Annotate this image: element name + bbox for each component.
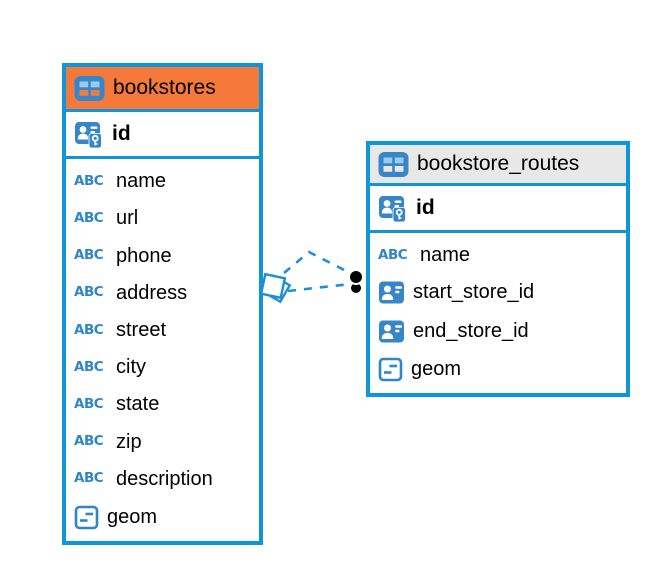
column-geom[interactable]: geom bbox=[66, 498, 259, 537]
column-phone[interactable]: ABC phone bbox=[66, 237, 259, 274]
column-label: start_store_id bbox=[413, 281, 535, 304]
column-label: name bbox=[116, 170, 167, 193]
table-header-bookstores[interactable]: bookstores bbox=[66, 67, 259, 112]
column-city[interactable]: ABC city bbox=[66, 349, 259, 386]
column-street[interactable]: ABC street bbox=[66, 312, 259, 349]
text-type-icon: ABC bbox=[74, 470, 104, 487]
column-end-store-id[interactable]: end_store_id bbox=[370, 312, 626, 351]
geometry-type-icon bbox=[74, 505, 99, 530]
geometry-type-icon bbox=[378, 357, 403, 382]
one-end-dot-icon bbox=[348, 269, 364, 295]
column-address[interactable]: ABC address bbox=[66, 275, 259, 312]
text-type-icon: ABC bbox=[74, 433, 104, 450]
column-list: ABC name start_store_id end_store_id bbox=[370, 233, 626, 393]
table-header-bookstore-routes[interactable]: bookstore_routes bbox=[370, 145, 626, 186]
relationship-line bbox=[287, 282, 352, 293]
column-label: description bbox=[116, 467, 213, 490]
table-title: bookstores bbox=[113, 76, 216, 99]
column-name[interactable]: ABC name bbox=[66, 163, 259, 200]
text-type-icon: ABC bbox=[378, 246, 408, 263]
text-type-icon: ABC bbox=[74, 321, 104, 338]
foreign-key-icon bbox=[379, 281, 404, 304]
column-id[interactable]: id bbox=[370, 186, 626, 233]
table-title: bookstore_routes bbox=[417, 152, 580, 175]
column-name[interactable]: ABC name bbox=[370, 237, 626, 274]
relationship-line bbox=[283, 250, 353, 276]
column-label: zip bbox=[116, 430, 142, 453]
column-label: geom bbox=[107, 505, 158, 528]
text-type-icon: ABC bbox=[74, 358, 104, 375]
text-type-icon: ABC bbox=[74, 396, 104, 413]
column-url[interactable]: ABC url bbox=[66, 200, 259, 237]
column-label: name bbox=[420, 243, 471, 266]
text-type-icon: ABC bbox=[74, 210, 104, 227]
column-id[interactable]: id bbox=[66, 112, 259, 159]
column-label: url bbox=[116, 207, 139, 230]
column-label: end_store_id bbox=[413, 319, 529, 342]
column-label: geom bbox=[411, 358, 462, 381]
primary-key-icon bbox=[75, 122, 102, 149]
column-description[interactable]: ABC description bbox=[66, 461, 259, 498]
table-bookstores[interactable]: bookstores id ABC name ABC url ABC phone bbox=[62, 63, 263, 545]
table-icon bbox=[378, 151, 409, 177]
text-type-icon: ABC bbox=[74, 247, 104, 264]
column-label: city bbox=[116, 356, 146, 379]
column-label: id bbox=[416, 196, 435, 219]
primary-key-icon bbox=[379, 196, 406, 223]
column-label: phone bbox=[116, 244, 172, 267]
column-label: state bbox=[116, 393, 160, 416]
column-zip[interactable]: ABC zip bbox=[66, 423, 259, 460]
table-bookstore-routes[interactable]: bookstore_routes id ABC name bbox=[366, 141, 630, 397]
column-label: street bbox=[116, 318, 167, 341]
column-geom[interactable]: geom bbox=[370, 351, 626, 390]
column-list: ABC name ABC url ABC phone ABC address A… bbox=[66, 159, 259, 541]
column-state[interactable]: ABC state bbox=[66, 386, 259, 423]
column-label: id bbox=[112, 122, 131, 145]
many-end-diamond-icon bbox=[259, 272, 292, 304]
text-type-icon: ABC bbox=[74, 284, 104, 301]
column-start-store-id[interactable]: start_store_id bbox=[370, 274, 626, 313]
table-icon bbox=[74, 75, 105, 101]
foreign-key-icon bbox=[379, 320, 404, 343]
text-type-icon: ABC bbox=[74, 172, 104, 189]
column-label: address bbox=[116, 281, 188, 304]
